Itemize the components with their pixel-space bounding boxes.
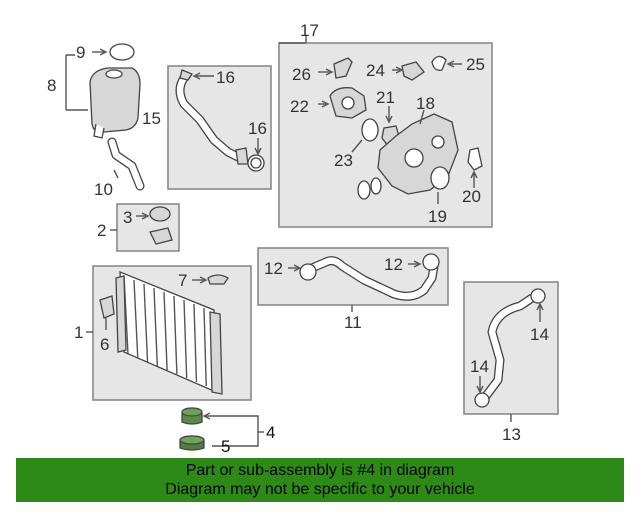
radiator-fin: [183, 299, 188, 379]
callout-22: 22: [290, 97, 309, 116]
info-banner: Part or sub-assembly is #4 in diagram Di…: [16, 458, 624, 502]
callout-8: 8: [47, 76, 56, 95]
bracket-26[interactable]: [333, 57, 353, 79]
mount-7[interactable]: [207, 274, 229, 285]
callout-19: 19: [428, 207, 447, 226]
hose-clamp-14a[interactable]: [530, 288, 546, 304]
hose-clamp-12a[interactable]: [299, 263, 317, 281]
callout-23: 23: [334, 151, 353, 170]
callout-2: 2: [97, 221, 106, 240]
callout-9: 9: [76, 43, 85, 62]
cap-3[interactable]: [149, 206, 171, 222]
callout-4: 4: [266, 423, 275, 442]
callout-1: 1: [74, 323, 83, 342]
radiator-fin: [143, 283, 149, 363]
callout-10: 10: [94, 180, 113, 199]
cap-box-2: [116, 203, 180, 252]
callout-16a: 16: [216, 68, 235, 87]
callout-20: 20: [462, 187, 481, 206]
callout-12a: 12: [264, 259, 283, 278]
gasket-20[interactable]: [467, 147, 483, 171]
bracket-6[interactable]: [99, 295, 115, 319]
upper-hose-group: [175, 69, 265, 172]
radiator-fin: [153, 287, 159, 367]
callout-14a: 14: [530, 325, 549, 344]
radiator-group: [99, 271, 229, 395]
banner-line-2: Diagram may not be specific to your vehi…: [165, 481, 475, 498]
radiator-fin: [133, 279, 139, 359]
callout-13: 13: [502, 425, 521, 444]
lower-hose-group: [288, 253, 440, 301]
callout-3: 3: [123, 208, 132, 227]
radiator-fin: [173, 295, 178, 375]
callout-26: 26: [292, 65, 311, 84]
callout-6: 6: [100, 335, 109, 354]
callout-24: 24: [366, 61, 385, 80]
sensor-24[interactable]: [401, 61, 425, 81]
clip-25[interactable]: [431, 55, 447, 71]
radiator-fin: [203, 307, 207, 387]
bracket-2[interactable]: [149, 227, 173, 245]
hose-clamp-12b[interactable]: [422, 253, 440, 271]
banner-line-1: Part or sub-assembly is #4 in diagram: [185, 462, 455, 479]
hose-clamp-14b[interactable]: [474, 392, 490, 408]
callout-5: 5: [221, 437, 230, 456]
callout-11: 11: [344, 313, 362, 332]
callout-18: 18: [416, 94, 435, 113]
radiator-cap-group: [179, 407, 264, 451]
radiator-fin: [193, 303, 198, 383]
reservoir-group: [65, 43, 145, 191]
bypass-hose-group: [474, 288, 546, 408]
gasket-23[interactable]: [361, 118, 379, 142]
callout-17: 17: [300, 21, 319, 40]
callout-12b: 12: [384, 255, 403, 274]
callout-14b: 14: [470, 357, 489, 376]
callout-21: 21: [376, 88, 395, 107]
callout-25: 25: [466, 55, 485, 74]
parts-diagram: 9 8 10 16 16 15: [47, 21, 559, 456]
o-ring-19[interactable]: [430, 166, 450, 190]
radiator-fin: [163, 291, 168, 371]
callout-7: 7: [178, 271, 187, 290]
callout-15: 15: [142, 109, 161, 128]
reservoir-cap[interactable]: [109, 43, 135, 61]
callout-16b: 16: [248, 119, 267, 138]
thermostat-group: [318, 55, 483, 204]
